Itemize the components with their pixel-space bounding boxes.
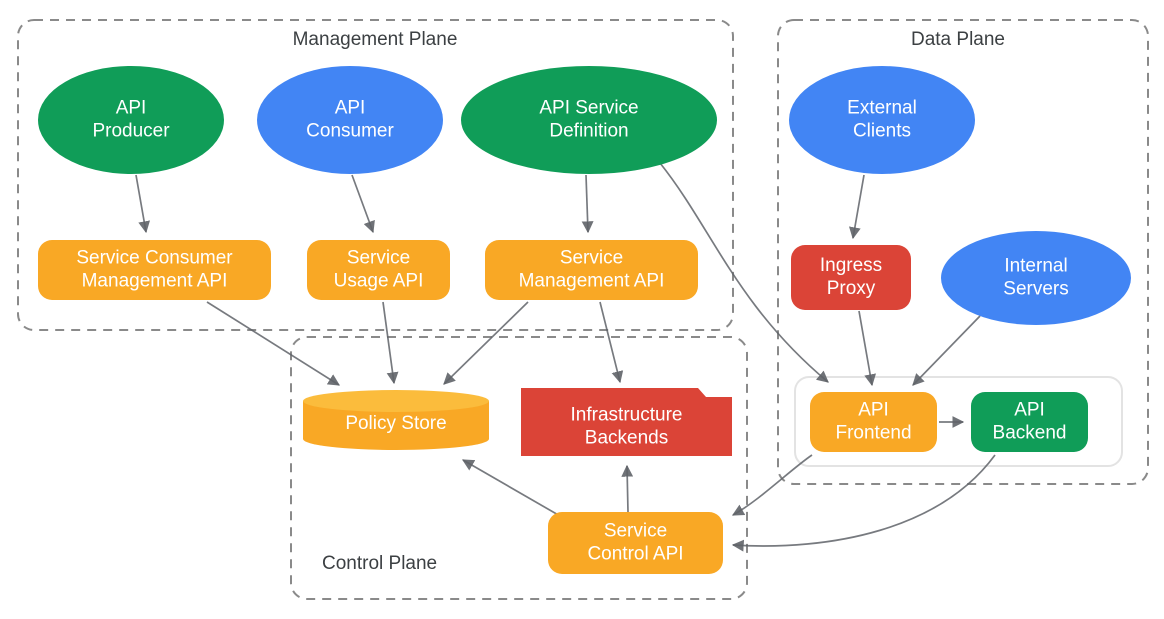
edge-sma-to-infrastructure bbox=[599, 301, 624, 384]
node-shape-cylinder-body bbox=[303, 401, 489, 450]
edge-definition-to-sma bbox=[581, 174, 594, 234]
node-label-line: Management API bbox=[82, 271, 228, 292]
node-label-line: External bbox=[847, 98, 917, 119]
subgroup-boundary-api-gateway-group bbox=[794, 376, 1123, 467]
node-shape-cylinder-top bbox=[303, 390, 489, 412]
node-label-line: Infrastructure bbox=[571, 405, 683, 426]
node-label-line: API bbox=[858, 400, 889, 421]
node-shape-rect bbox=[38, 240, 271, 300]
node-shape-rect bbox=[548, 512, 723, 574]
node-shape-folder bbox=[521, 388, 732, 456]
edge-control-api-to-infrastructure bbox=[621, 464, 634, 513]
group-boundary-control-plane bbox=[290, 336, 748, 600]
node-label-line: Service bbox=[560, 248, 623, 269]
node-label-line: Service Consumer bbox=[76, 248, 233, 269]
edge-definition-to-frontend bbox=[659, 162, 829, 383]
node-shape-rect bbox=[810, 392, 937, 452]
node-label-line: Frontend bbox=[835, 423, 911, 444]
node-label-line: API Service bbox=[539, 98, 638, 119]
node-label-line: Internal bbox=[1004, 256, 1067, 277]
group-boundary-management-plane bbox=[17, 19, 734, 331]
node-label-line: API bbox=[1014, 400, 1045, 421]
node-label-line: Producer bbox=[92, 121, 170, 142]
node-shape-ellipse bbox=[941, 231, 1131, 325]
node-label-line: Definition bbox=[549, 121, 628, 142]
node-label-line: Policy Store bbox=[345, 413, 446, 434]
edge-scma-to-policy-store bbox=[206, 301, 341, 386]
subgroup-borders bbox=[794, 376, 1123, 467]
node-label-policy-store: Policy Store bbox=[345, 413, 446, 434]
node-shape-rect bbox=[485, 240, 698, 300]
node-shape-rect bbox=[791, 245, 911, 310]
edge-sma-to-policy-store bbox=[443, 301, 529, 385]
node-shape-ellipse bbox=[38, 66, 224, 174]
edge-producer-to-scma bbox=[135, 174, 151, 234]
edges bbox=[135, 162, 996, 552]
node-label-line: Servers bbox=[1003, 279, 1068, 300]
edge-control-api-to-policy-store bbox=[461, 459, 568, 521]
plane-groups bbox=[17, 19, 1149, 600]
node-label-line: Service bbox=[604, 521, 667, 542]
node-policy-store[interactable]: Policy Store bbox=[303, 390, 489, 450]
node-label-line: Usage API bbox=[334, 271, 424, 292]
node-shape-rect bbox=[307, 240, 450, 300]
edge-backend-to-control-api bbox=[731, 454, 996, 552]
node-label-line: Service bbox=[347, 248, 410, 269]
group-label-data-plane: Data Plane bbox=[911, 29, 1005, 50]
edge-frontend-to-control-api bbox=[731, 454, 813, 516]
node-shape-ellipse bbox=[461, 66, 717, 174]
node-label-line: API bbox=[335, 98, 366, 119]
node-label-line: Ingress bbox=[820, 255, 882, 276]
group-boundary-data-plane bbox=[777, 19, 1149, 485]
node-label-line: Backend bbox=[993, 423, 1067, 444]
node-label-line: Control API bbox=[587, 544, 683, 565]
node-label-line: Consumer bbox=[306, 121, 394, 142]
edge-sua-to-policy-store bbox=[382, 301, 399, 385]
node-label-line: Clients bbox=[853, 121, 911, 142]
node-shape-ellipse bbox=[789, 66, 975, 174]
group-label-management-plane: Management Plane bbox=[293, 29, 458, 50]
group-label-control-plane: Control Plane bbox=[322, 553, 437, 574]
node-label-line: Management API bbox=[519, 271, 665, 292]
edge-servers-to-frontend bbox=[912, 315, 981, 386]
node-shape-rect bbox=[971, 392, 1088, 452]
node-label-line: Backends bbox=[585, 428, 668, 449]
node-shape-ellipse bbox=[257, 66, 443, 174]
node-label-line: Proxy bbox=[827, 278, 876, 299]
edge-consumer-to-sua bbox=[351, 174, 375, 234]
edge-clients-to-ingress bbox=[848, 174, 865, 240]
edge-ingress-to-frontend bbox=[858, 310, 877, 387]
node-label-line: API bbox=[116, 98, 147, 119]
